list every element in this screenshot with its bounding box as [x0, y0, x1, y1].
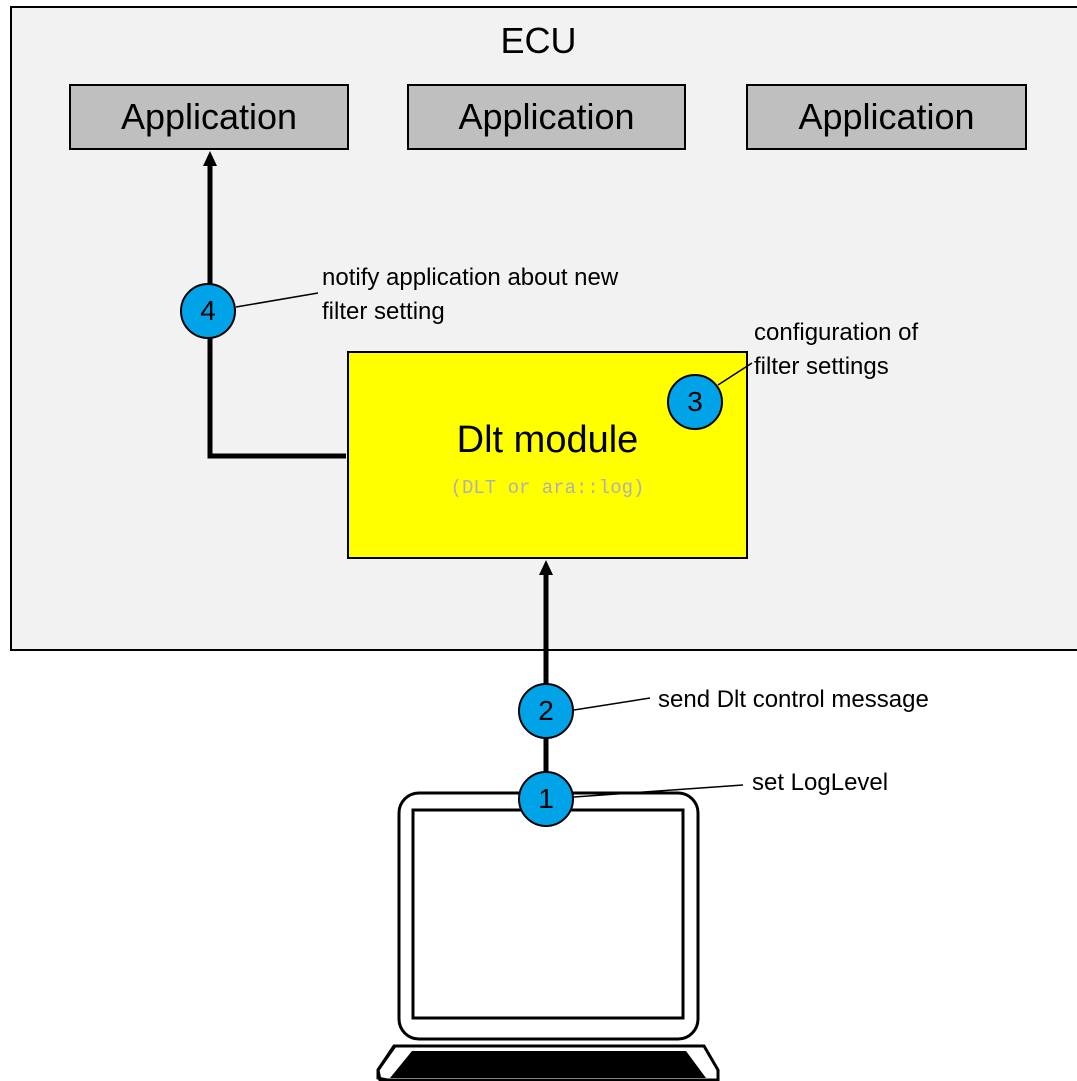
step-2-badge: 2 [518, 683, 574, 739]
control-message-arrowhead [539, 560, 553, 575]
ecu-title: ECU [500, 20, 577, 61]
step-4-badge: 4 [180, 283, 236, 339]
step-3-label: configuration of filter settings [754, 319, 919, 380]
callout-line-2 [573, 697, 651, 711]
notify-arrow [207, 165, 346, 459]
notify-arrowhead [203, 151, 217, 166]
laptop-icon [376, 791, 720, 1081]
application-box-1: Application [69, 84, 349, 150]
application-box-3: Application [746, 84, 1027, 150]
dlt-module-title: Dlt module [456, 419, 639, 461]
dlt-module-subtitle: (DLT or ara::log) [450, 477, 645, 499]
application-box-2: Application [407, 84, 686, 150]
step-3-badge: 3 [667, 374, 723, 430]
callout-line-1 [573, 784, 744, 798]
step-1-badge: 1 [518, 771, 574, 827]
callout-line-3 [717, 362, 753, 386]
step-2-label: send Dlt control message [658, 686, 929, 713]
step-1-label: set LogLevel [752, 769, 889, 796]
step-4-label: notify application about new filter sett… [322, 264, 619, 325]
callout-line-4 [235, 292, 319, 308]
